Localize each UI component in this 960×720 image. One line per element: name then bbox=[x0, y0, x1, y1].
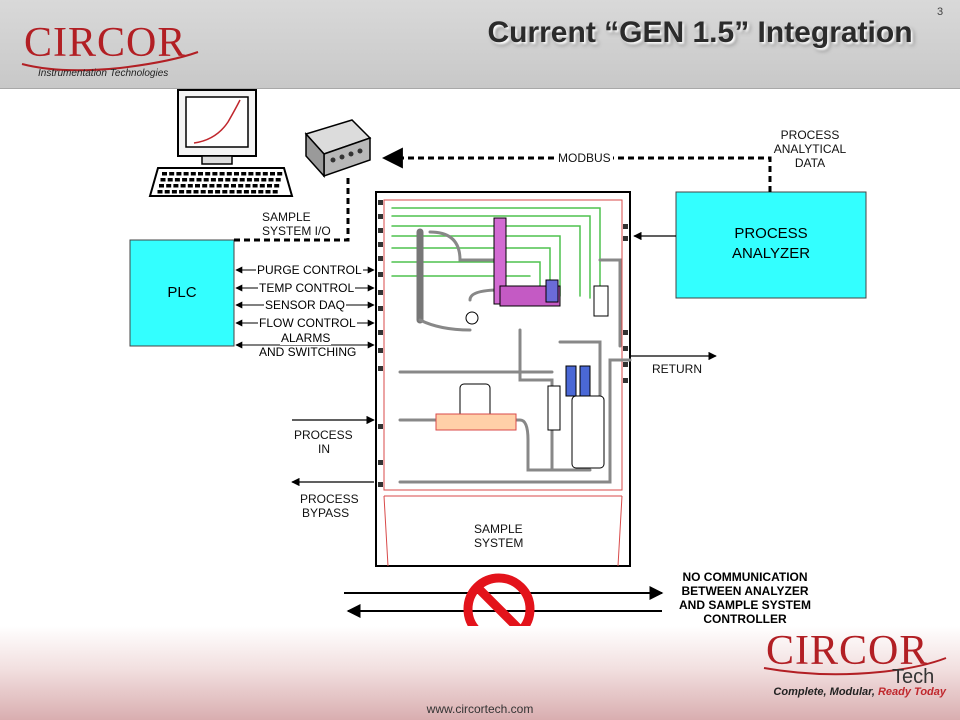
analyzer-label-line1: PROCESS bbox=[734, 225, 808, 242]
process-in-line2: IN bbox=[318, 442, 330, 456]
process-bypass-line2: BYPASS bbox=[302, 506, 350, 520]
no-comm-line2: BETWEEN ANALYZER bbox=[681, 584, 809, 598]
logo-top-subtitle: Instrumentation Technologies bbox=[38, 68, 169, 79]
sample-system-line2: SYSTEM bbox=[474, 536, 524, 550]
sample-system-io-line1: SAMPLE bbox=[262, 210, 311, 224]
io-signal-purge-control: PURGE CONTROL bbox=[256, 263, 363, 277]
modbus-label: MODBUS bbox=[556, 151, 613, 165]
modbus-gateway-icon bbox=[304, 119, 372, 178]
circor-tech-logo: CIRCOR Tech bbox=[760, 628, 950, 688]
no-comm-line4: CONTROLLER bbox=[703, 612, 787, 626]
computer-monitor-icon bbox=[177, 89, 257, 165]
logo-bottom-brand: CIRCOR bbox=[766, 628, 929, 674]
no-communication-text: NO COMMUNICATION BETWEEN ANALYZER AND SA… bbox=[640, 570, 850, 626]
slide-title: Current “GEN 1.5” Integration bbox=[487, 16, 913, 49]
keyboard-icon bbox=[148, 167, 294, 197]
logo-top-brand: CIRCOR bbox=[24, 20, 187, 66]
plc-box bbox=[129, 239, 235, 347]
io-signal-sensor-daq: SENSOR DAQ bbox=[264, 298, 347, 312]
circor-tech-swoosh-icon bbox=[763, 657, 947, 676]
tagline: Complete, Modular, Ready Today bbox=[756, 686, 946, 698]
return-label: RETURN bbox=[652, 362, 702, 376]
io-signal-flow-control: FLOW CONTROL bbox=[258, 316, 357, 330]
io-signal-and-switching: AND SWITCHING bbox=[258, 345, 358, 359]
process-analyzer-box bbox=[675, 191, 867, 299]
tagline-part2: Ready Today bbox=[877, 686, 946, 698]
no-comm-line1: NO COMMUNICATION bbox=[682, 570, 808, 584]
plc-label: PLC bbox=[167, 284, 197, 301]
circor-logo-top: CIRCOR Instrumentation Technologies bbox=[20, 18, 200, 80]
analyzer-label-line2: ANALYZER bbox=[731, 245, 811, 262]
process-bypass-line1: PROCESS bbox=[300, 492, 359, 506]
process-analytical-line3: DATA bbox=[794, 156, 826, 170]
dashed-comm-lines bbox=[234, 147, 772, 242]
process-in-line1: PROCESS bbox=[294, 428, 353, 442]
logo-bottom-tech: Tech bbox=[892, 666, 935, 688]
sample-system-line1: SAMPLE bbox=[474, 522, 523, 536]
io-signal-temp-control: TEMP CONTROL bbox=[258, 281, 356, 295]
sample-system-io-line2: SYSTEM I/O bbox=[262, 224, 331, 238]
tagline-part1: Complete, Modular, bbox=[773, 686, 878, 698]
io-signal-alarms: ALARMS bbox=[280, 331, 332, 345]
no-comm-line3: AND SAMPLE SYSTEM bbox=[678, 598, 811, 612]
footer-url-link[interactable]: www.circortech.com bbox=[426, 702, 534, 716]
process-analytical-line1: PROCESS bbox=[780, 128, 840, 142]
page-number: 3 bbox=[937, 6, 944, 18]
process-analytical-line2: ANALYTICAL bbox=[773, 142, 847, 156]
circor-swoosh-icon bbox=[21, 51, 199, 72]
process-flow-arrows bbox=[291, 231, 717, 487]
header-bar bbox=[0, 0, 960, 89]
manifold-components bbox=[435, 217, 609, 469]
